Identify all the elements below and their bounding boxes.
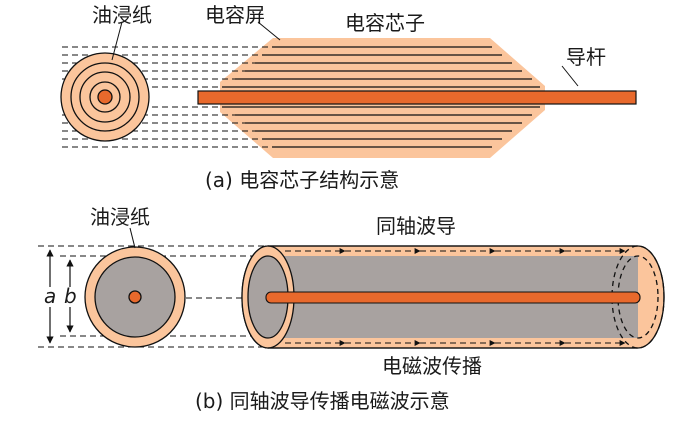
leader-lines-a	[111, 21, 579, 87]
caption-b: (b) 同轴波导传播电磁波示意	[195, 389, 450, 413]
capacitor-screen-lines	[222, 46, 540, 148]
caption-a: (a) 电容芯子结构示意	[205, 168, 399, 192]
label-coaxial-waveguide: 同轴波导	[376, 214, 456, 238]
label-conductor-rod: 导杆	[566, 45, 606, 69]
label-capacitor-core: 电容芯子	[345, 11, 425, 35]
label-em-wave: 电磁波传播	[382, 354, 482, 378]
part-a: 油浸纸 电容屏 电容芯子 导杆 (a) 电容芯子结构示意	[60, 3, 637, 192]
label-capacitor-screen: 电容屏	[205, 3, 265, 27]
label-dim-a: a	[44, 284, 56, 308]
label-dim-b: b	[64, 284, 77, 308]
leader-oil-paper-b	[129, 227, 136, 249]
cross-section-a	[60, 52, 150, 142]
inner-conductor	[265, 291, 641, 304]
conductor-rod	[197, 90, 637, 105]
cross-section-b	[84, 246, 186, 348]
label-oil-paper-b: 油浸纸	[90, 205, 150, 229]
part-b: a b 油浸纸	[38, 205, 665, 413]
label-oil-paper-a: 油浸纸	[92, 3, 152, 27]
projection-lines-a	[62, 46, 270, 148]
